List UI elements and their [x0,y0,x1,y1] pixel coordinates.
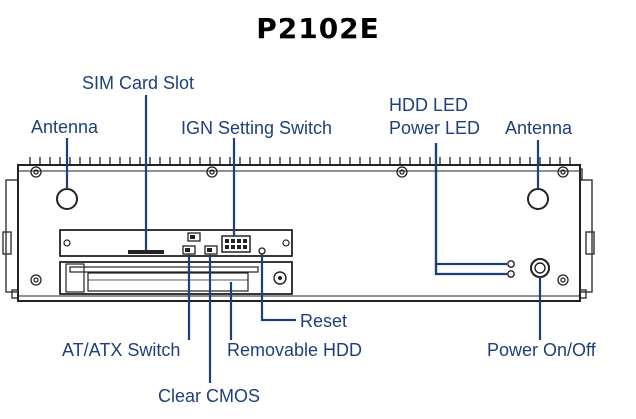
io-bracket [59,229,293,257]
power-led [507,270,515,278]
label-hdd-led: HDD LED [389,95,469,115]
antenna-right-hole [527,188,549,210]
label-power-led: Power LED [389,118,481,138]
antenna-left-hole [56,188,78,210]
label-at-atx-switch: AT/ATX Switch [62,340,181,360]
label-sim-card-slot: SIM Card Slot [82,73,195,93]
sim-card-slot [128,250,164,254]
leader-lines [65,95,542,383]
diagram-title: P2102E [256,12,380,45]
label-ign-setting-switch: IGN Setting Switch [181,118,333,138]
label-power-on-off: Power On/Off [487,340,596,360]
label-reset: Reset [300,311,348,331]
chassis-screws [30,166,569,286]
ign-setting-switch [221,235,251,253]
label-clear-cmos: Clear CMOS [158,386,261,406]
label-antenna-left: Antenna [31,117,99,137]
label-antenna-right: Antenna [505,118,573,138]
heatsink-fins [29,157,571,165]
label-removable-hdd: Removable HDD [227,340,363,360]
hdd-led [507,260,515,268]
